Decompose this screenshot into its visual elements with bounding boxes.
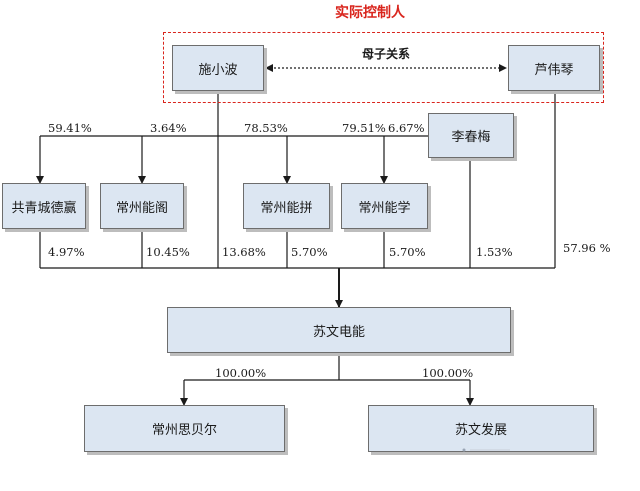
node-lu: 芦伟琴 (508, 45, 600, 91)
node-nengpin: 常州能拼 (243, 183, 330, 229)
node-li: 李春梅 (428, 113, 514, 158)
edge-label-shi-nengxue: 79.51% (342, 121, 386, 135)
edge-label-lu-suwen: 57.96 % (563, 241, 611, 255)
edge-label-nengxue-suwen: 5.70% (389, 245, 426, 259)
node-suwen: 苏文电能 (167, 307, 511, 353)
edge-label-shi-nengge: 3.64% (150, 121, 187, 135)
edge-label-li-nengxue: 6.67% (388, 121, 425, 135)
node-nengge: 常州能阁 (100, 183, 184, 229)
faint-watermark-mark (462, 448, 510, 452)
edge-label-nengge-suwen: 10.45% (146, 245, 190, 259)
edge-label-li-suwen: 1.53% (476, 245, 513, 259)
edge-label-shi-nengpin: 78.53% (244, 121, 288, 135)
node-nengxue: 常州能学 (341, 183, 428, 229)
edge-label-nengpin-suwen: 5.70% (291, 245, 328, 259)
node-gongqing: 共青城德赢 (2, 183, 86, 229)
relation-label: 母子关系 (362, 47, 411, 61)
actual-controller-title: 实际控制人 (335, 5, 405, 21)
node-fazhan: 苏文发展 (368, 405, 594, 452)
edge-label-shi-gongqing: 59.41% (48, 121, 92, 135)
edge-label-suwen-sibeier: 100.00% (215, 366, 267, 380)
edge-label-gongqing-suwen: 4.97% (48, 245, 85, 259)
edge-label-shi-suwen: 13.68% (222, 245, 266, 259)
node-sibeier: 常州思贝尔 (84, 405, 285, 452)
actual-controller-frame (163, 32, 604, 103)
node-shi: 施小波 (172, 45, 264, 91)
edge-label-suwen-fazhan: 100.00% (422, 366, 474, 380)
